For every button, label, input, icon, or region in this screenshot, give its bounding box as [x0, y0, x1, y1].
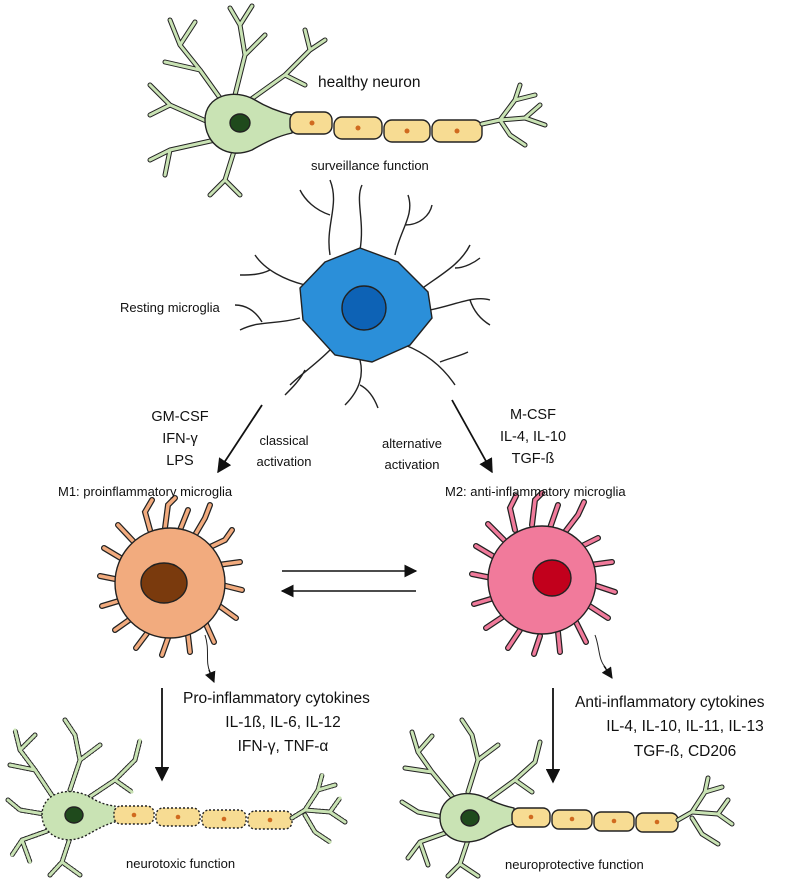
protected-neuron [399, 717, 735, 879]
m2-stimulus-3: TGF-ß [511, 451, 555, 467]
pro-cytokines-line-1: IL-1ß, IL-6, IL-12 [225, 714, 341, 731]
anti-cytokines-line-1: IL-4, IL-10, IL-11, IL-13 [606, 718, 764, 735]
damaged-neuron [5, 717, 348, 878]
alternative-label-1: alternative [382, 436, 442, 451]
m1-stimulus-3: LPS [166, 453, 194, 469]
anti-cytokines-line-2: TGF-ß, CD206 [633, 743, 737, 760]
m2-microglia [469, 490, 618, 679]
m1-microglia-nucleus [140, 562, 188, 604]
resting-microglia [234, 179, 491, 409]
m2-microglia-nucleus [532, 559, 572, 597]
classical-label-1: classical [259, 433, 309, 448]
surveillance-function-label: surveillance function [311, 158, 429, 173]
resting-microglia-nucleus [341, 285, 387, 331]
healthy-neuron [147, 3, 548, 198]
neuroprotective-function-label: neuroprotective function [505, 857, 644, 872]
m1-microglia [97, 495, 245, 684]
alternative-label-2: activation [384, 457, 440, 472]
anti-cytokines-title: Anti-inflammatory cytokines [575, 694, 765, 711]
m2-stimulus-1: M-CSF [510, 407, 556, 423]
m2-stimulus-2: IL-4, IL-10 [499, 429, 567, 445]
pro-cytokines-line-2: IFN-γ, TNF-α [237, 738, 329, 755]
alternative-activation-arrow [451, 399, 493, 474]
classical-label-2: activation [256, 454, 312, 469]
healthy-neuron-label: healthy neuron [318, 74, 421, 91]
m1-stimulus-2: IFN-γ [162, 431, 198, 447]
resting-microglia-label: Resting microglia [120, 300, 220, 315]
m2-title: M2: anti-inflammatory microglia [445, 484, 626, 499]
m1-stimulus-1: GM-CSF [151, 409, 209, 425]
classical-activation-arrow [217, 404, 263, 474]
pro-cytokines-title: Pro-inflammatory cytokines [183, 690, 370, 707]
neuron-nucleus [229, 113, 251, 133]
m1-title: M1: proinflammatory microglia [58, 484, 233, 499]
neurotoxic-function-label: neurotoxic function [126, 856, 236, 871]
